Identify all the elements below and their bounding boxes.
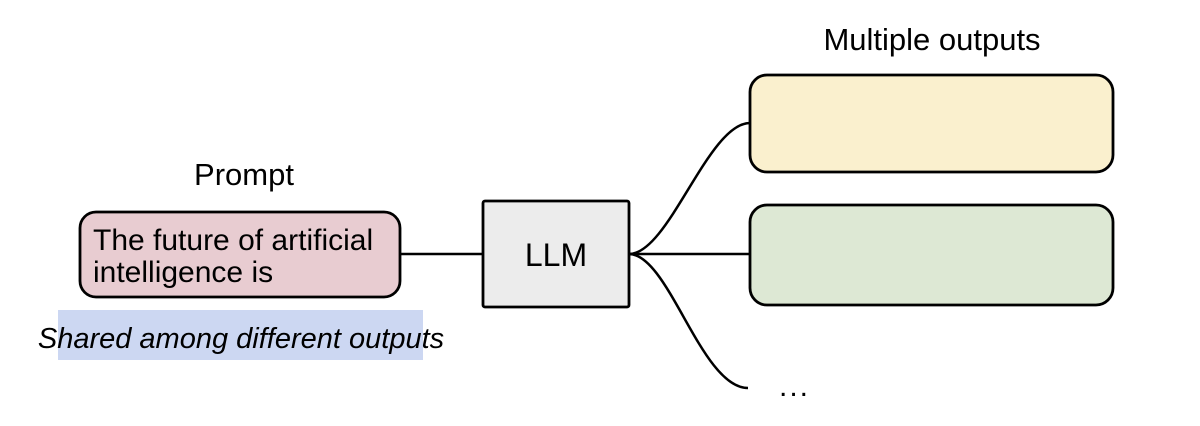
prompt-text-line-1: The future of artificial	[93, 224, 373, 257]
llm-label: LLM	[525, 237, 587, 273]
outputs-ellipsis: ...	[779, 370, 810, 403]
shared-note-highlight	[58, 310, 423, 360]
outputs-title: Multiple outputs	[823, 22, 1040, 57]
connector-llm-to-ellipsis	[628, 252, 749, 390]
prompt-text-line-2: intelligence is	[93, 256, 273, 289]
llm-box	[481, 199, 631, 309]
prompt-title: Prompt	[194, 157, 294, 192]
prompt-box	[78, 210, 402, 299]
output-box-2	[748, 203, 1115, 307]
connector-llm-to-output1	[628, 121, 751, 256]
output-box-1	[748, 73, 1115, 174]
shared-note-text: Shared among different outputs	[38, 323, 444, 355]
